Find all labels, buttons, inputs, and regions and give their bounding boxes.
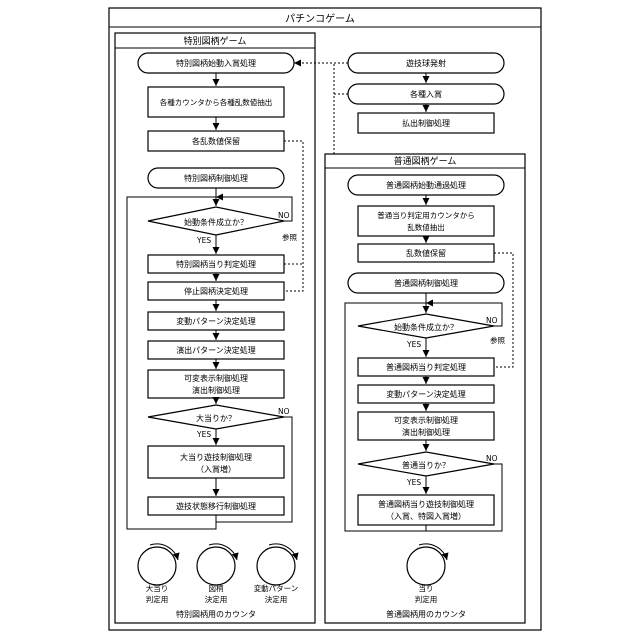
normal-hitproc-line2: （入賞、特図入賞増） xyxy=(386,511,466,521)
normal-control-label: 普通図柄制御処理 xyxy=(394,278,458,288)
special-counters-caption: 特別図柄用のカウンタ xyxy=(176,609,256,619)
special-stop-label: 停止図柄決定処理 xyxy=(184,286,248,296)
normal-condition-label: 始動条件成立か？ xyxy=(394,322,458,332)
special-transition-label: 遊技状態移行制御処理 xyxy=(176,501,256,511)
special-display-line1: 可変表示制御処理 xyxy=(184,373,248,383)
special-control-label: 特別図柄制御処理 xyxy=(184,173,248,183)
special-ref-label: 参照 xyxy=(282,232,297,242)
launch-label: 遊技球発射 xyxy=(406,58,446,68)
payout-label: 払出制御処理 xyxy=(402,118,450,128)
normal-hit-no-label: NO xyxy=(486,454,498,463)
special-condition-yes-label: YES xyxy=(196,236,211,245)
special-extract-label: 各種カウンタから各種乱数値抽出 xyxy=(160,97,273,107)
counter-circle xyxy=(257,547,295,585)
counter-circle xyxy=(138,547,176,585)
counter-3-line2: 決定用 xyxy=(265,594,288,604)
normal-pattern-label: 変動パターン決定処理 xyxy=(386,389,466,399)
normal-start-label: 普通図柄始動通過処理 xyxy=(386,180,466,190)
normal-condition-yes-label: YES xyxy=(406,340,421,349)
normal-counter-line1: 当り xyxy=(419,583,434,593)
normal-counter-line2: 判定用 xyxy=(415,594,438,604)
normal-counter-caption: 普通図柄用のカウンタ xyxy=(386,609,466,619)
special-store-label: 各乱数値保留 xyxy=(192,136,240,146)
normal-hitproc-line1: 普通図柄当り遊技制御処理 xyxy=(378,499,474,509)
special-pattern-label: 変動パターン決定処理 xyxy=(176,316,256,326)
normal-game-title: 普通図柄ゲーム xyxy=(394,155,457,167)
special-jackpot-yes-label: YES xyxy=(196,430,211,439)
counter-1-line2: 判定用 xyxy=(146,594,169,604)
special-jackpot-no-label: NO xyxy=(278,407,290,416)
special-jackpot-label: 大当りか？ xyxy=(196,413,236,423)
normal-hit-label: 普通当りか？ xyxy=(402,460,450,470)
page-title: パチンコゲーム xyxy=(285,13,355,25)
counter-2-line2: 決定用 xyxy=(205,594,228,604)
counter-circle xyxy=(197,547,235,585)
counter-3-line1: 変動パターン xyxy=(254,583,299,593)
special-game-title: 特別図柄ゲーム xyxy=(184,35,247,47)
entry-label: 各種入賞 xyxy=(410,89,442,99)
special-condition-no-label: NO xyxy=(278,211,290,220)
normal-display-line2: 演出制御処理 xyxy=(402,427,450,437)
normal-condition-no-label: NO xyxy=(486,316,498,325)
normal-extract-line1: 普通当り判定用カウンタから xyxy=(377,210,475,220)
normal-judge-label: 普通図柄当り判定処理 xyxy=(386,362,466,372)
counter-circle xyxy=(407,547,445,585)
counter-2-line1: 図柄 xyxy=(209,583,224,593)
special-display-line2: 演出制御処理 xyxy=(192,385,240,395)
normal-display-line1: 可変表示制御処理 xyxy=(394,415,458,425)
normal-ref-label: 参照 xyxy=(490,335,505,345)
special-bigwin-line2: （入賞増） xyxy=(196,464,236,474)
normal-hit-yes-label: YES xyxy=(406,478,421,487)
special-effect-label: 演出パターン決定処理 xyxy=(176,345,256,355)
special-judge-label: 特別図柄当り判定処理 xyxy=(176,259,256,269)
normal-store-label: 乱数値保留 xyxy=(406,248,446,258)
special-bigwin-line1: 大当り遊技制御処理 xyxy=(180,452,252,462)
normal-extract-line2: 乱数値抽出 xyxy=(407,222,445,232)
special-start-label: 特別図柄始動入賞処理 xyxy=(176,58,256,68)
counter-1-line1: 大当り xyxy=(146,583,169,593)
special-condition-label: 始動条件成立か？ xyxy=(184,217,248,227)
